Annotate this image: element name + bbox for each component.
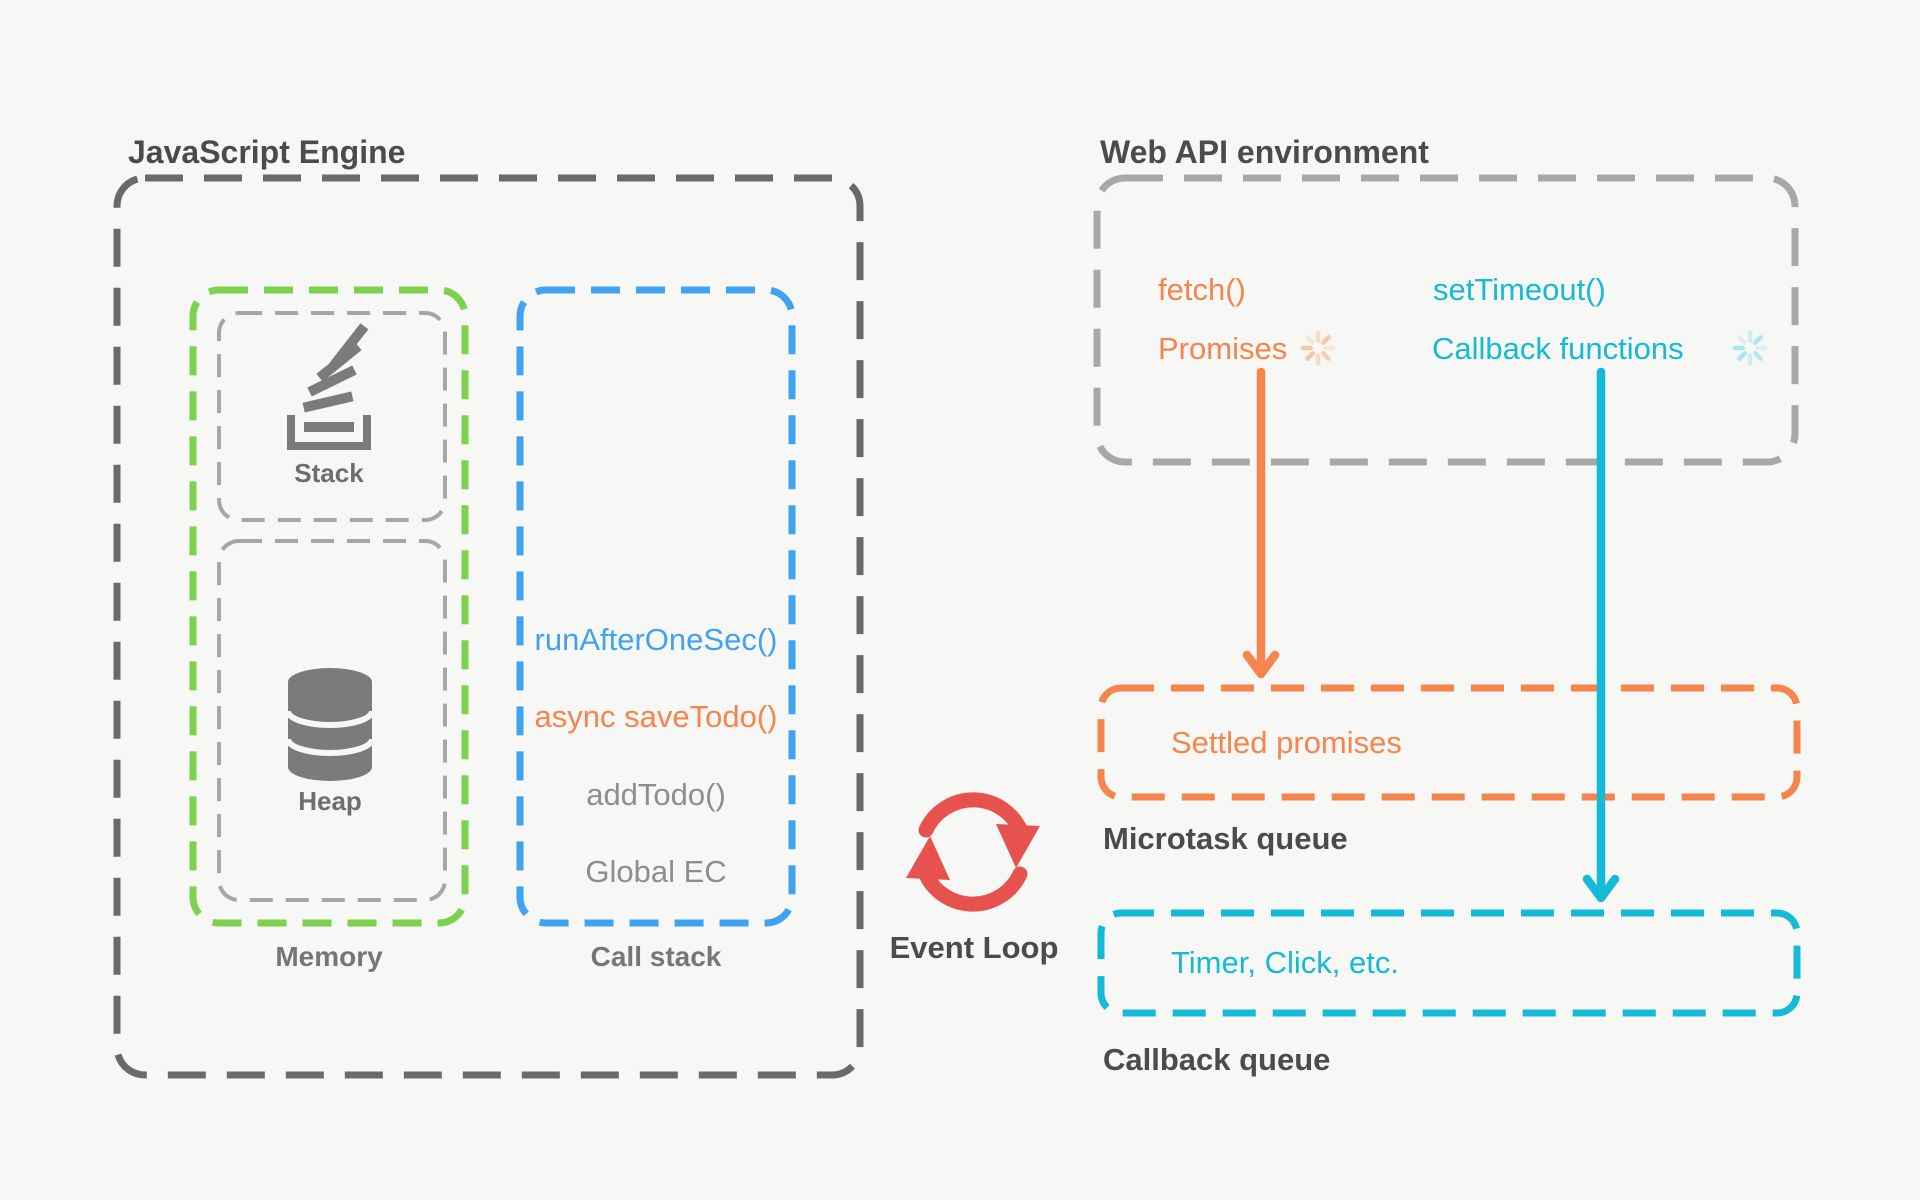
heap-icon (285, 668, 375, 781)
promises-label: Promises (1158, 331, 1288, 367)
heap-label: Heap (298, 786, 362, 817)
event-loop-icon (906, 792, 1040, 912)
callback-spinner-icon (1732, 330, 1768, 366)
call-stack-frame: addTodo() (586, 777, 726, 813)
web-api-box (1093, 174, 1799, 466)
settled-promises-label: Settled promises (1171, 725, 1402, 761)
callback-arrow (1582, 367, 1620, 903)
timer-click-label: Timer, Click, etc. (1171, 945, 1399, 981)
event-loop-label: Event Loop (889, 930, 1059, 966)
stack-icon (287, 323, 371, 450)
settimeout-label: setTimeout() (1433, 272, 1606, 308)
call-stack-label: Call stack (590, 940, 722, 972)
stack-label: Stack (294, 458, 364, 489)
fetch-label: fetch() (1158, 272, 1246, 308)
javascript-engine-title: JavaScript Engine (128, 134, 406, 170)
microtask-queue-label: Microtask queue (1103, 821, 1348, 857)
web-api-title: Web API environment (1100, 134, 1429, 170)
callback-queue-box (1097, 909, 1801, 1017)
memory-box (189, 286, 469, 927)
javascript-engine-box (113, 174, 864, 1079)
promises-spinner-icon (1300, 330, 1336, 366)
callback-functions-label: Callback functions (1432, 331, 1684, 367)
promises-arrow (1242, 367, 1280, 679)
call-stack-frame: runAfterOneSec() (534, 622, 778, 658)
stack-box (217, 311, 447, 522)
call-stack-frame: Global EC (585, 854, 727, 890)
call-stack-box (516, 286, 796, 927)
callback-queue-label: Callback queue (1103, 1042, 1331, 1078)
microtask-queue-box (1097, 684, 1801, 801)
call-stack-frame: async saveTodo() (534, 699, 778, 735)
heap-box (217, 539, 447, 902)
memory-label: Memory (275, 940, 383, 972)
